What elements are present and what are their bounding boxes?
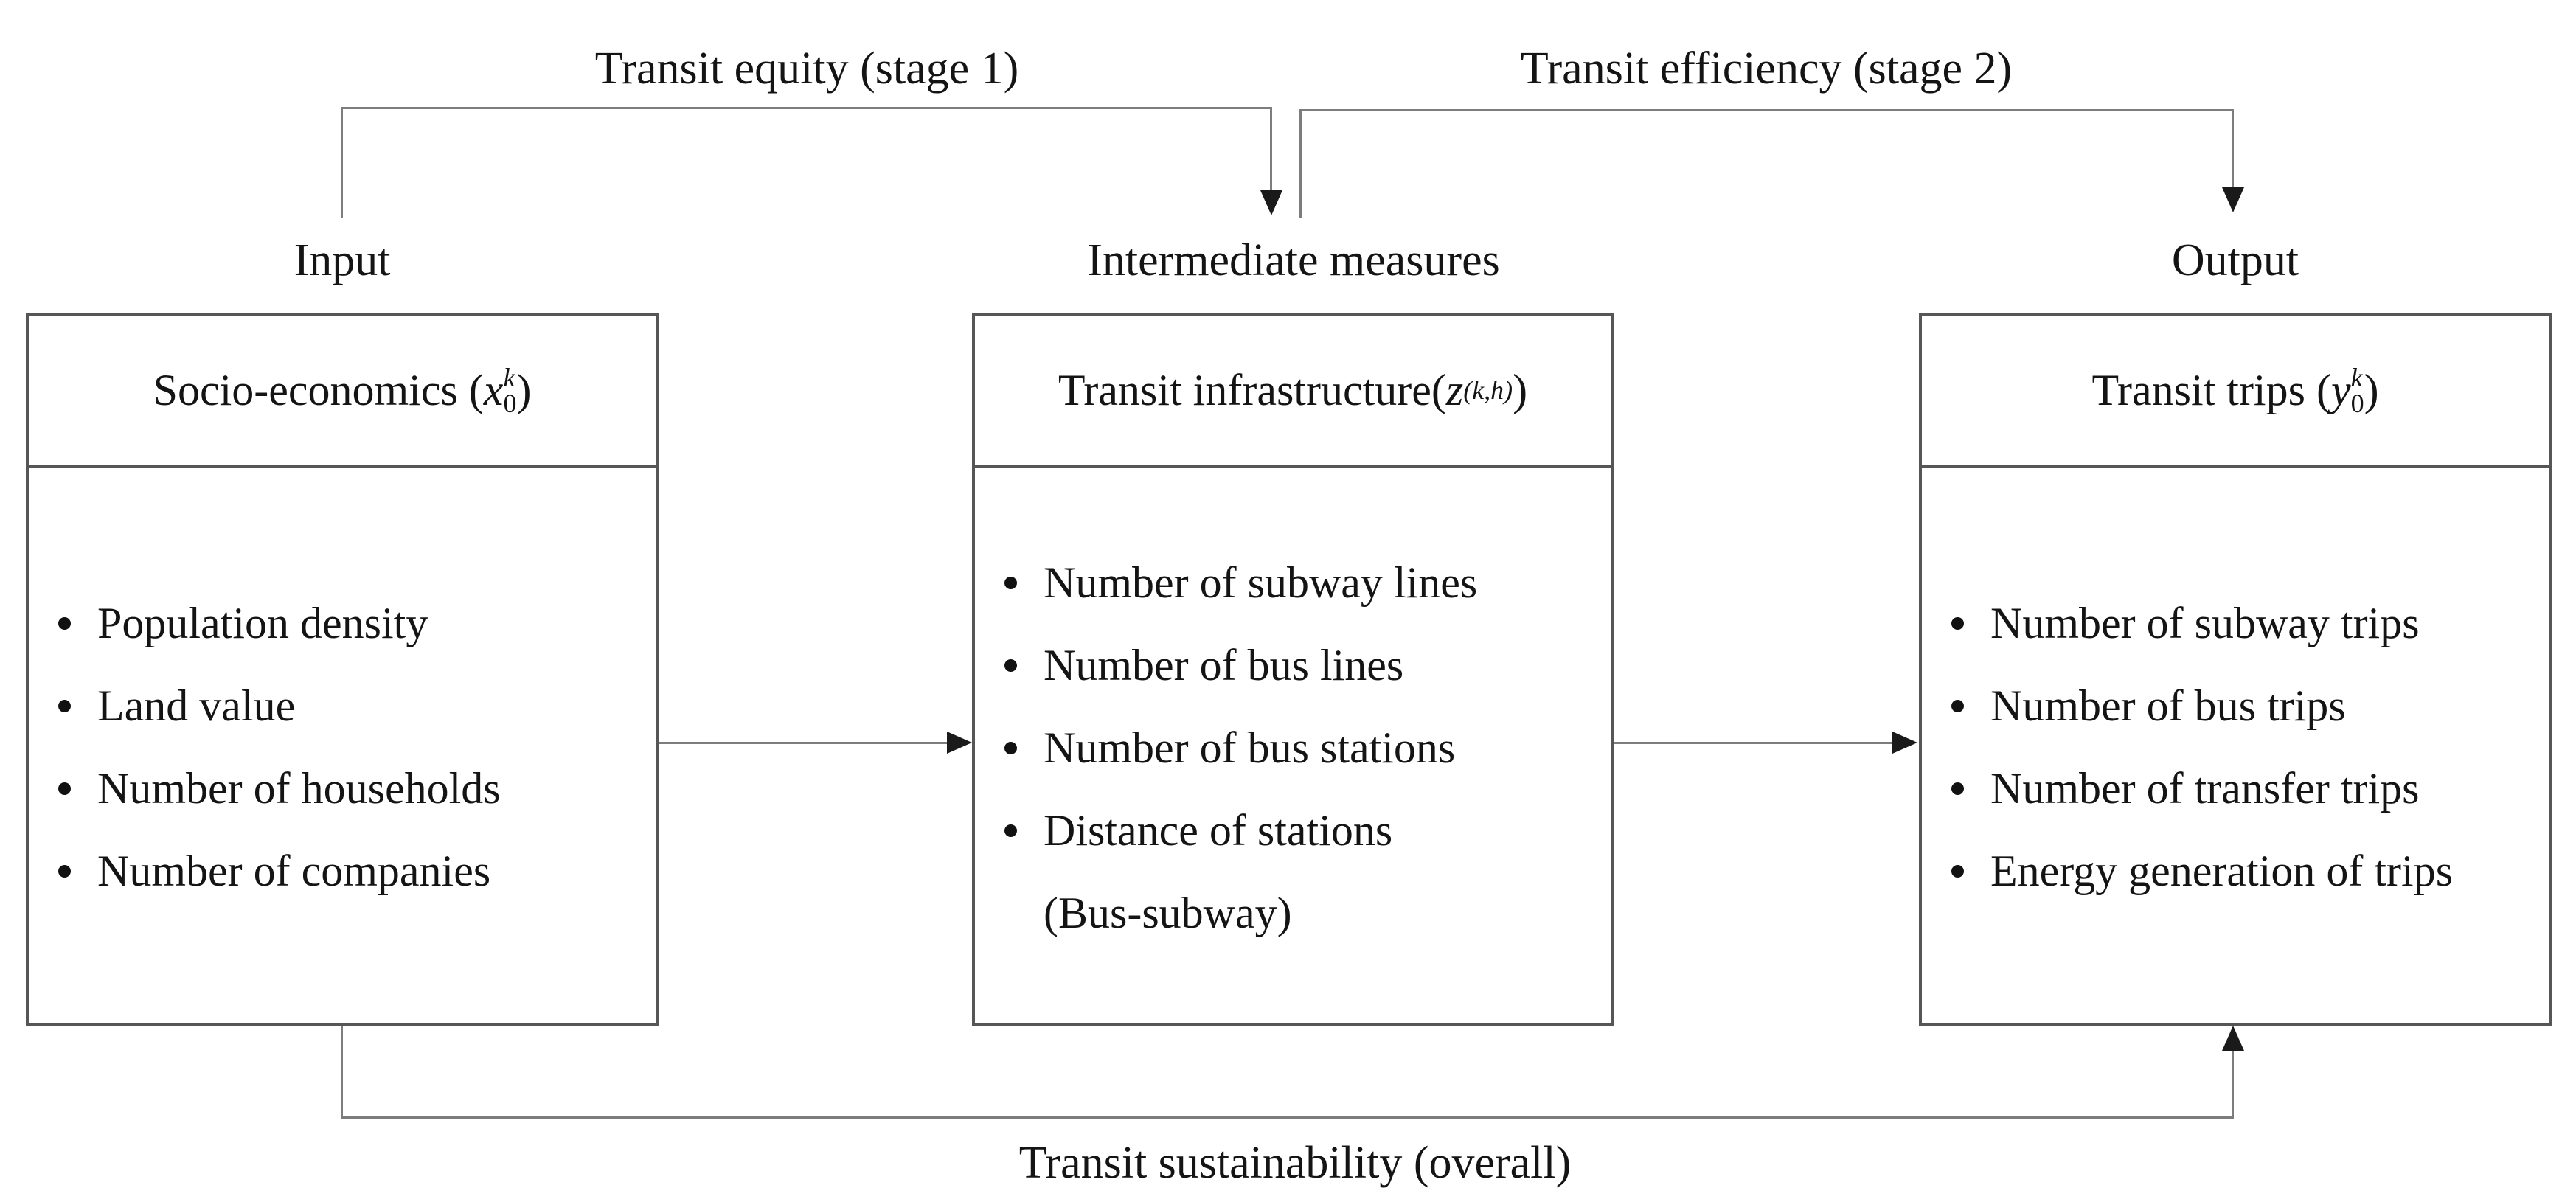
input-box-title-text: Socio-economics ( [153, 366, 484, 414]
sustainability-horizontal [341, 1116, 2234, 1119]
intermediate-box-variable-scripts: (k,h) [1463, 375, 1513, 406]
list-item-label: Number of bus trips [1990, 681, 2346, 730]
bullet-icon [58, 782, 71, 795]
list-item-label: Population density [97, 598, 428, 647]
sustainability-arrowhead-icon [2222, 1026, 2244, 1051]
input-box-subscript: 0 [503, 388, 517, 418]
arrow-input-to-intermediate-line [659, 742, 948, 744]
input-box-list: Population density Land value Number of … [58, 582, 644, 912]
list-item: Number of subway trips [1951, 582, 2537, 664]
list-item: Number of bus trips [1951, 664, 2537, 747]
list-item-label: Number of households [97, 763, 501, 813]
list-item-label: Distance of stations [1044, 805, 1393, 855]
bullet-icon [1951, 699, 1964, 712]
output-box-title-text: Transit trips ( [2091, 366, 2331, 414]
list-item-label: Land value [97, 681, 296, 730]
list-item: Number of households [58, 747, 644, 830]
intermediate-box-title-close: ) [1513, 366, 1528, 414]
list-item: Land value [58, 664, 644, 747]
sustainability-left-vertical [341, 1026, 343, 1119]
list-item: Number of bus lines [1004, 624, 1599, 706]
output-box-superscript: k [2350, 363, 2363, 393]
bullet-icon [58, 616, 71, 630]
bullet-icon [1951, 864, 1964, 878]
list-item: Number of companies [58, 830, 644, 912]
intermediate-box-superscript: (k,h) [1463, 375, 1513, 406]
arrow-intermediate-to-output-head-icon [1892, 732, 1917, 754]
column-label-intermediate-measures: Intermediate measures [1087, 235, 1500, 285]
output-box-list: Number of subway trips Number of bus tri… [1951, 582, 2537, 912]
list-item: Number of transfer trips [1951, 747, 2537, 830]
intermediate-box-list: Number of subway lines Number of bus lin… [1004, 541, 1599, 954]
list-item-label: Number of companies [97, 846, 491, 895]
list-item: Number of bus stations [1004, 706, 1599, 789]
list-item-continuation: (Bus-subway) [1004, 872, 1599, 954]
column-label-output: Output [2171, 235, 2299, 285]
input-box-variable: x [483, 366, 504, 414]
stage2-bracket-horizontal [1299, 109, 2233, 111]
output-box-subscript: 0 [2350, 388, 2364, 418]
list-item-label: Number of subway lines [1044, 557, 1478, 607]
bullet-icon [58, 864, 71, 878]
intermediate-box: Transit infrastructure(z(k,h)) Number of… [972, 313, 1614, 1026]
list-item-label: Number of transfer trips [1990, 763, 2420, 813]
list-item: Population density [58, 582, 644, 664]
bullet-icon [1951, 616, 1964, 630]
bullet-icon [1004, 824, 1017, 837]
bullet-icon [58, 699, 71, 712]
intermediate-box-title: Transit infrastructure(z(k,h)) [975, 316, 1611, 468]
sustainability-label: Transit sustainability (overall) [1018, 1138, 1572, 1188]
intermediate-box-title-text: Transit infrastructure( [1058, 366, 1446, 414]
list-item-label: Energy generation of trips [1990, 846, 2454, 895]
stage1-bracket-right-vertical [1270, 107, 1272, 192]
bullet-icon [1004, 576, 1017, 589]
arrow-intermediate-to-output-line [1614, 742, 1894, 744]
column-label-input: Input [294, 235, 391, 285]
bullet-icon [1951, 782, 1964, 795]
stage1-bracket-left-vertical [341, 107, 343, 218]
input-box-superscript: k [503, 363, 515, 393]
output-box-variable: y [2330, 366, 2351, 414]
output-box-title-close: ) [2364, 366, 2379, 414]
stage2-bracket-left-vertical [1299, 109, 1302, 218]
intermediate-box-variable: z [1445, 366, 1464, 414]
stage1-arrowhead-icon [1260, 190, 1282, 215]
list-item-label: Number of bus stations [1044, 723, 1456, 772]
stage2-arrowhead-icon [2222, 187, 2244, 212]
stage2-label: Transit efficiency (stage 2) [1520, 44, 2013, 94]
list-item: Distance of stations [1004, 789, 1599, 872]
list-item-label: Number of subway trips [1990, 598, 2420, 647]
arrow-input-to-intermediate-head-icon [947, 732, 972, 754]
list-item: Number of subway lines [1004, 541, 1599, 624]
list-item: Energy generation of trips [1951, 830, 2537, 912]
bullet-icon [1004, 741, 1017, 754]
input-box-title-close: ) [516, 366, 532, 414]
list-item-label: (Bus-subway) [1044, 888, 1292, 937]
stage1-bracket-horizontal [341, 107, 1272, 109]
stage1-label: Transit equity (stage 1) [594, 44, 1019, 94]
bullet-icon [1004, 659, 1017, 672]
list-item-label: Number of bus lines [1044, 640, 1404, 689]
stage2-bracket-right-vertical [2232, 109, 2234, 189]
sustainability-right-vertical [2232, 1049, 2234, 1119]
